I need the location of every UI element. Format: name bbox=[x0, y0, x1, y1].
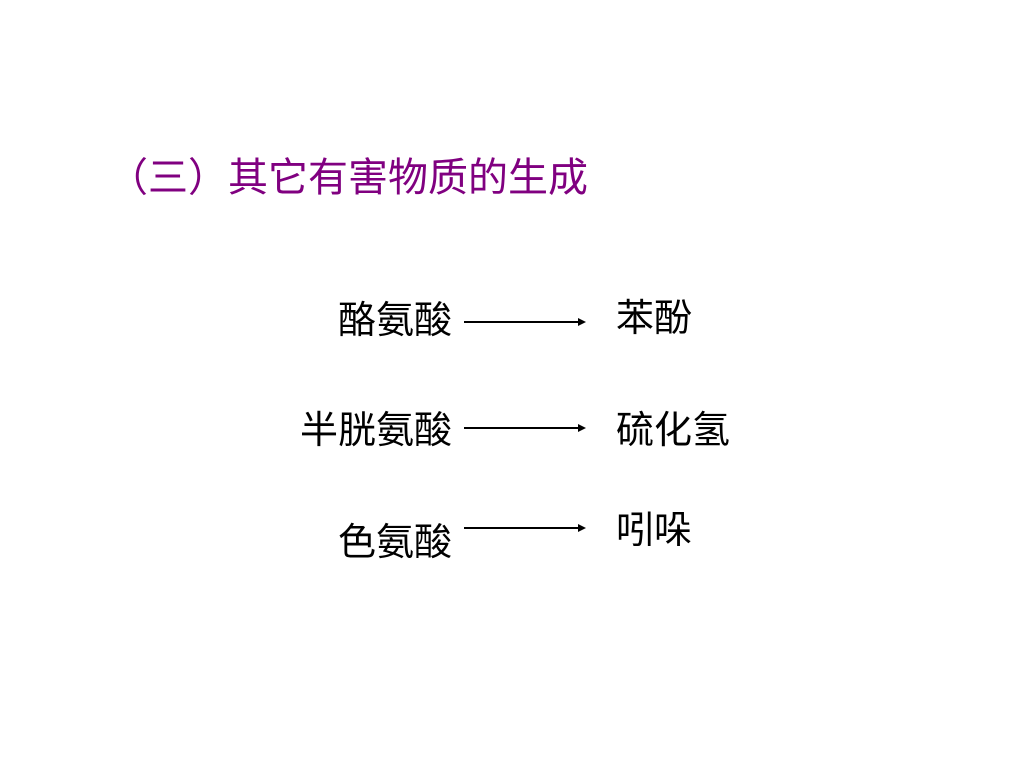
arrow-icon bbox=[464, 318, 586, 326]
arrow-icon bbox=[464, 424, 586, 432]
reaction-row: 色氨酸 吲哚 bbox=[0, 508, 1024, 568]
reactant-cysteine: 半胱氨酸 bbox=[299, 408, 452, 452]
arrow-icon bbox=[464, 524, 586, 532]
product-phenol: 苯酚 bbox=[616, 296, 693, 340]
slide-title: （三）其它有害物质的生成 bbox=[108, 155, 588, 201]
reaction-row: 酪氨酸 苯酚 bbox=[0, 292, 1024, 352]
reactant-tryptophan: 色氨酸 bbox=[337, 520, 452, 564]
product-indole: 吲哚 bbox=[616, 508, 693, 552]
product-hydrogen-sulfide: 硫化氢 bbox=[616, 408, 731, 452]
reactant-tyrosine: 酪氨酸 bbox=[337, 298, 452, 342]
reaction-row: 半胱氨酸 硫化氢 bbox=[0, 402, 1024, 462]
